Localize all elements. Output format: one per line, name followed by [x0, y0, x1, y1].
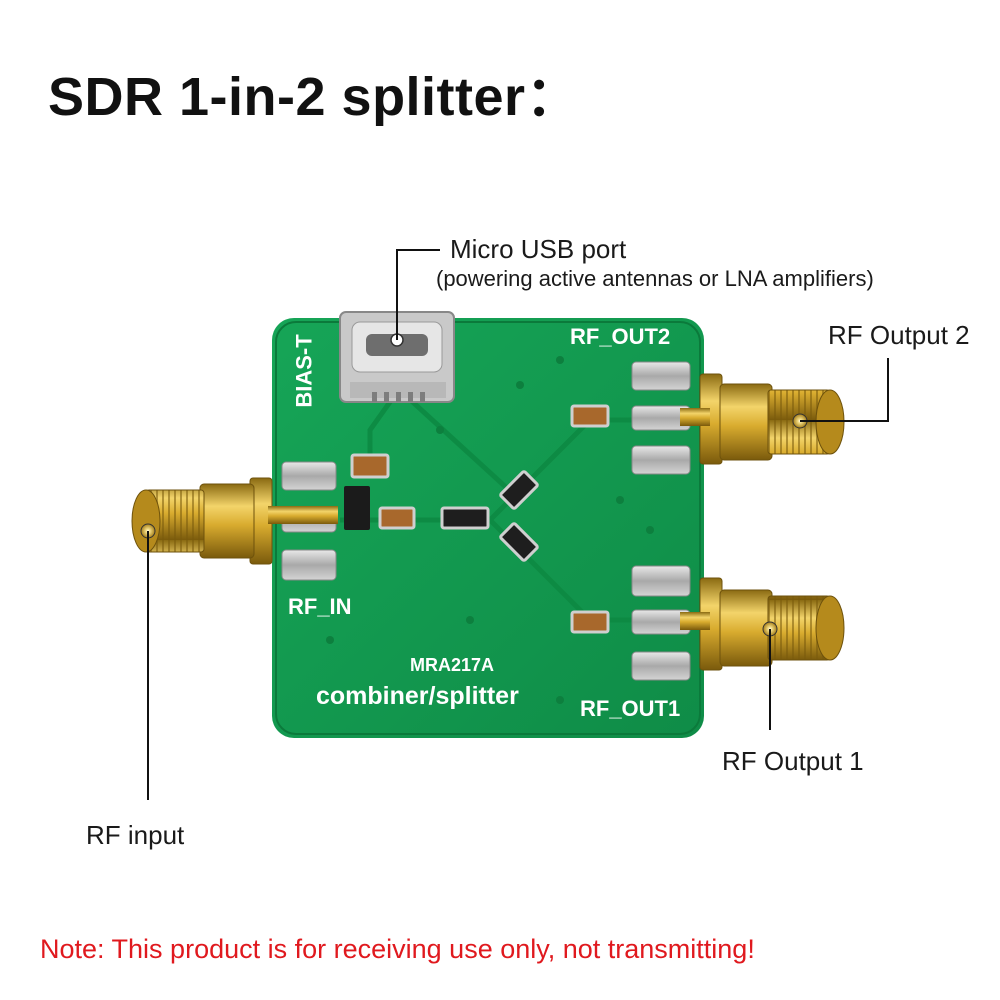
silk-function: combiner/splitter [316, 682, 519, 710]
micro-usb-connector [339, 311, 455, 403]
callout-rf-output-1: RF Output 1 [722, 746, 864, 776]
sma-connector-output-1 [680, 577, 845, 671]
callout-usb-port-note: (powering active antennas or LNA amplifi… [436, 266, 874, 291]
sma-connector-input [131, 477, 338, 565]
warning-note: Note: This product is for receiving use … [40, 934, 755, 964]
callout-rf-input: RF input [86, 820, 185, 850]
silk-rf-in: RF_IN [288, 594, 352, 619]
silk-rf-out2: RF_OUT2 [570, 324, 671, 349]
silk-chip: MRA217A [410, 655, 495, 675]
callout-lines [147, 249, 889, 800]
rf-out1-pads [631, 565, 691, 681]
sma-connector-output-2 [680, 373, 845, 465]
silk-bias-t: BIAS-T [291, 334, 317, 408]
callout-rf-output-2: RF Output 2 [828, 320, 970, 350]
smd-components [344, 404, 610, 634]
rf-out2-pads [631, 361, 691, 475]
callout-usb-port: Micro USB port [450, 234, 627, 264]
silk-rf-out1: RF_OUT1 [580, 696, 681, 721]
page-title: SDR 1-in-2 splitter： [48, 67, 581, 127]
